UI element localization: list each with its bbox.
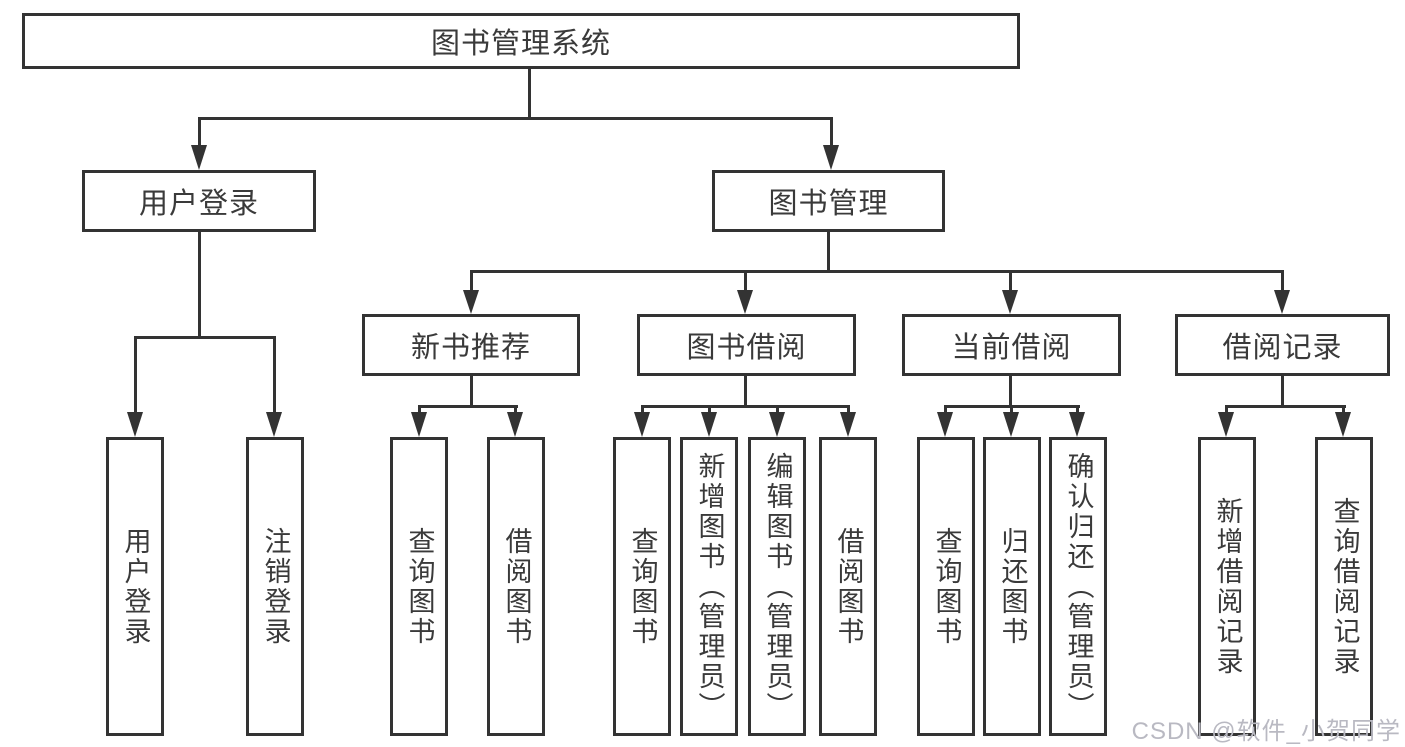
arrow-to-current-borrow: [1002, 290, 1018, 314]
connector-leaf-stem: [273, 336, 276, 415]
arrow-to-leaf: [634, 412, 650, 437]
leaf-user-login: 用户登录: [106, 437, 164, 736]
connector-leaf-stem: [708, 405, 711, 415]
leaf-edit-books-admin: 编辑图书（管理员）: [748, 437, 806, 736]
leaf-label: 查询图书: [627, 526, 658, 647]
arrow-to-leaf: [1069, 412, 1085, 437]
leaf-label: 新增图书（管理员）: [694, 451, 725, 722]
leaf-confirm-return-admin: 确认归还（管理员）: [1049, 437, 1107, 736]
leaf-label: 借阅图书: [833, 526, 864, 647]
connector-level3-stem: [470, 270, 473, 292]
leaf-add-borrow-record: 新增借阅记录: [1198, 437, 1256, 736]
connector-bar: [418, 405, 518, 408]
arrow-to-leaf: [1218, 412, 1234, 437]
connector-book-mgmt-down: [827, 232, 830, 270]
arrow-to-leaf: [411, 412, 427, 437]
node-label: 新书推荐: [410, 332, 531, 364]
csdn-watermark: CSDN @软件_小贺同学: [1131, 718, 1401, 745]
arrow-to-book-borrow: [737, 290, 753, 314]
connector-leaf-stem: [514, 405, 517, 415]
arrow-to-leaf: [701, 412, 717, 437]
leaf-label: 归还图书: [997, 526, 1028, 647]
node-label: 图书借阅: [686, 332, 807, 364]
connector-level3-stem: [1009, 270, 1012, 292]
connector-leaf-stem: [1342, 405, 1345, 415]
connector-stem: [470, 376, 473, 405]
arrow-to-leaf: [1335, 412, 1351, 437]
node-current-borrowing: 当前借阅: [902, 314, 1121, 376]
connector-leaf-stem: [134, 336, 137, 415]
connector-level3-bar: [470, 270, 1284, 273]
node-book-management: 图书管理: [712, 170, 945, 232]
leaf-label: 确认归还（管理员）: [1063, 451, 1094, 722]
connector-leaf-stem: [641, 405, 644, 415]
node-label: 图书管理系统: [430, 28, 611, 60]
leaf-label: 新增借阅记录: [1212, 496, 1243, 677]
connector-leaf-stem: [944, 405, 947, 415]
connector-level3-stem: [744, 270, 747, 292]
leaf-label: 借阅图书: [501, 526, 532, 647]
connector-stem: [744, 376, 747, 405]
arrow-to-leaf: [266, 412, 282, 437]
arrow-to-leaf: [840, 412, 856, 437]
arrow-to-book-mgmt: [823, 145, 839, 170]
connector-leaf-stem: [1010, 405, 1013, 415]
leaf-borrow-books: 借阅图书: [487, 437, 545, 736]
arrow-to-leaf: [507, 412, 523, 437]
connector-leaf-stem: [1076, 405, 1079, 415]
node-user-login: 用户登录: [82, 170, 316, 232]
node-new-book-recommend: 新书推荐: [362, 314, 580, 376]
leaf-label: 查询图书: [931, 526, 962, 647]
connector-level3-stem: [1281, 270, 1284, 292]
connector-user-login-stem: [198, 117, 201, 147]
connector-bar: [641, 405, 850, 408]
leaf-return-books: 归还图书: [983, 437, 1041, 736]
leaf-label: 注销登录: [260, 526, 291, 647]
connector-root-bar: [198, 117, 833, 120]
leaf-query-borrow-record: 查询借阅记录: [1315, 437, 1373, 736]
node-book-borrowing: 图书借阅: [637, 314, 856, 376]
leaf-label: 编辑图书（管理员）: [762, 451, 793, 722]
leaf-query-books: 查询图书: [917, 437, 975, 736]
node-label: 当前借阅: [951, 332, 1072, 364]
connector-root-stem: [528, 69, 531, 117]
arrow-to-new-books: [463, 290, 479, 314]
leaf-borrow-books: 借阅图书: [819, 437, 877, 736]
node-library-management-system: 图书管理系统: [22, 13, 1020, 69]
leaf-label: 用户登录: [120, 526, 151, 647]
arrow-to-leaf: [127, 412, 143, 437]
leaf-label: 查询图书: [404, 526, 435, 647]
node-label: 借阅记录: [1222, 332, 1343, 364]
connector-user-login-down: [198, 232, 201, 336]
connector-user-login-bar: [134, 336, 276, 339]
connector-stem: [1009, 376, 1012, 405]
leaf-query-books: 查询图书: [613, 437, 671, 736]
connector-stem: [1281, 376, 1284, 405]
leaf-query-books: 查询图书: [390, 437, 448, 736]
connector-book-mgmt-stem: [830, 117, 833, 147]
connector-leaf-stem: [776, 405, 779, 415]
arrow-to-user-login: [191, 145, 207, 170]
connector-bar: [1225, 405, 1346, 408]
leaf-logout: 注销登录: [246, 437, 304, 736]
leaf-label: 查询借阅记录: [1329, 496, 1360, 677]
node-label: 用户登录: [138, 188, 259, 220]
arrow-to-leaf: [769, 412, 785, 437]
node-label: 图书管理: [768, 188, 889, 220]
leaf-add-books-admin: 新增图书（管理员）: [680, 437, 738, 736]
connector-leaf-stem: [847, 405, 850, 415]
connector-leaf-stem: [1225, 405, 1228, 415]
arrow-to-borrow-records: [1274, 290, 1290, 314]
arrow-to-leaf: [937, 412, 953, 437]
connector-leaf-stem: [418, 405, 421, 415]
arrow-to-leaf: [1003, 412, 1019, 437]
node-borrowing-records: 借阅记录: [1175, 314, 1390, 376]
